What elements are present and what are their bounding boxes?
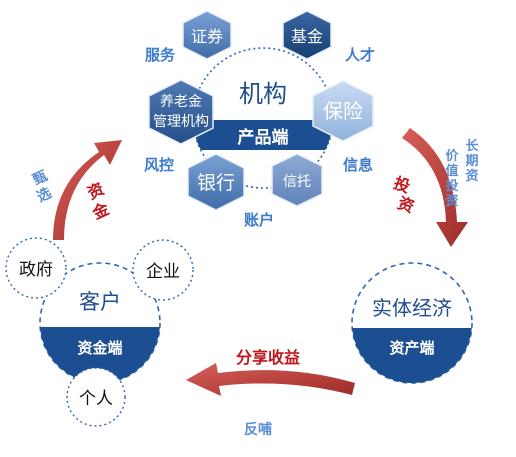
hex-fund: 基金 bbox=[282, 10, 332, 60]
tag-account: 账户 bbox=[244, 211, 274, 229]
fund-label: 基金 bbox=[291, 27, 323, 46]
pension-label-line1: 养老金 bbox=[160, 94, 202, 110]
tag-talent: 人才 bbox=[345, 46, 375, 64]
institution-hub: 产品端 机构 bbox=[192, 47, 334, 189]
hex-pension: 养老金 管理机构 bbox=[148, 79, 214, 145]
enterprise-label: 企业 bbox=[146, 262, 180, 282]
investment-arrow bbox=[402, 128, 468, 247]
product-end-label: 产品端 bbox=[238, 127, 289, 148]
capital-label-1: 资 bbox=[84, 179, 107, 203]
hex-trust: 信托 bbox=[271, 153, 323, 207]
satellite-individual: 个人 bbox=[66, 367, 126, 427]
pension-label-line2: 管理机构 bbox=[153, 114, 209, 130]
feedback-label: 反哺 bbox=[244, 421, 272, 438]
selection-label-2: 选 bbox=[34, 184, 54, 205]
asset-end-label: 资产端 bbox=[389, 339, 434, 357]
profit-share-label: 分享收益 bbox=[236, 348, 300, 367]
satellite-enterprise: 企业 bbox=[132, 239, 194, 301]
hex-insurance: 保险 bbox=[312, 80, 374, 142]
institution-title: 机构 bbox=[239, 80, 287, 108]
securities-label: 证券 bbox=[191, 27, 223, 46]
value-investing-column: 价值投资 长期资 bbox=[445, 138, 479, 209]
real-economy-title: 实体经济 bbox=[372, 296, 452, 320]
tag-service: 服务 bbox=[145, 46, 176, 64]
selection-label-1: 甄 bbox=[31, 168, 50, 188]
insurance-label: 保险 bbox=[323, 99, 363, 123]
value-investing-text: 价值投资 bbox=[445, 149, 459, 209]
profit-share-arrow bbox=[186, 363, 355, 396]
invest-label-1: 投 bbox=[391, 173, 413, 196]
tag-information: 信息 bbox=[343, 156, 373, 174]
long-term-text: 长期资 bbox=[465, 138, 479, 184]
individual-label: 个人 bbox=[79, 389, 113, 409]
hex-securities: 证券 bbox=[182, 10, 232, 60]
capital-arrow bbox=[53, 140, 122, 240]
trust-label: 信托 bbox=[283, 174, 311, 190]
government-label: 政府 bbox=[19, 260, 53, 280]
hex-bank: 银行 bbox=[187, 153, 245, 211]
tag-risk-control: 风控 bbox=[144, 156, 174, 174]
asset-circle: 实体经济 资产端 bbox=[351, 262, 473, 384]
capital-end-label: 资金端 bbox=[77, 339, 122, 357]
satellite-government: 政府 bbox=[5, 237, 67, 299]
client-title: 客户 bbox=[79, 290, 121, 314]
invest-label-2: 资 bbox=[395, 193, 417, 216]
bank-label: 银行 bbox=[197, 172, 235, 194]
